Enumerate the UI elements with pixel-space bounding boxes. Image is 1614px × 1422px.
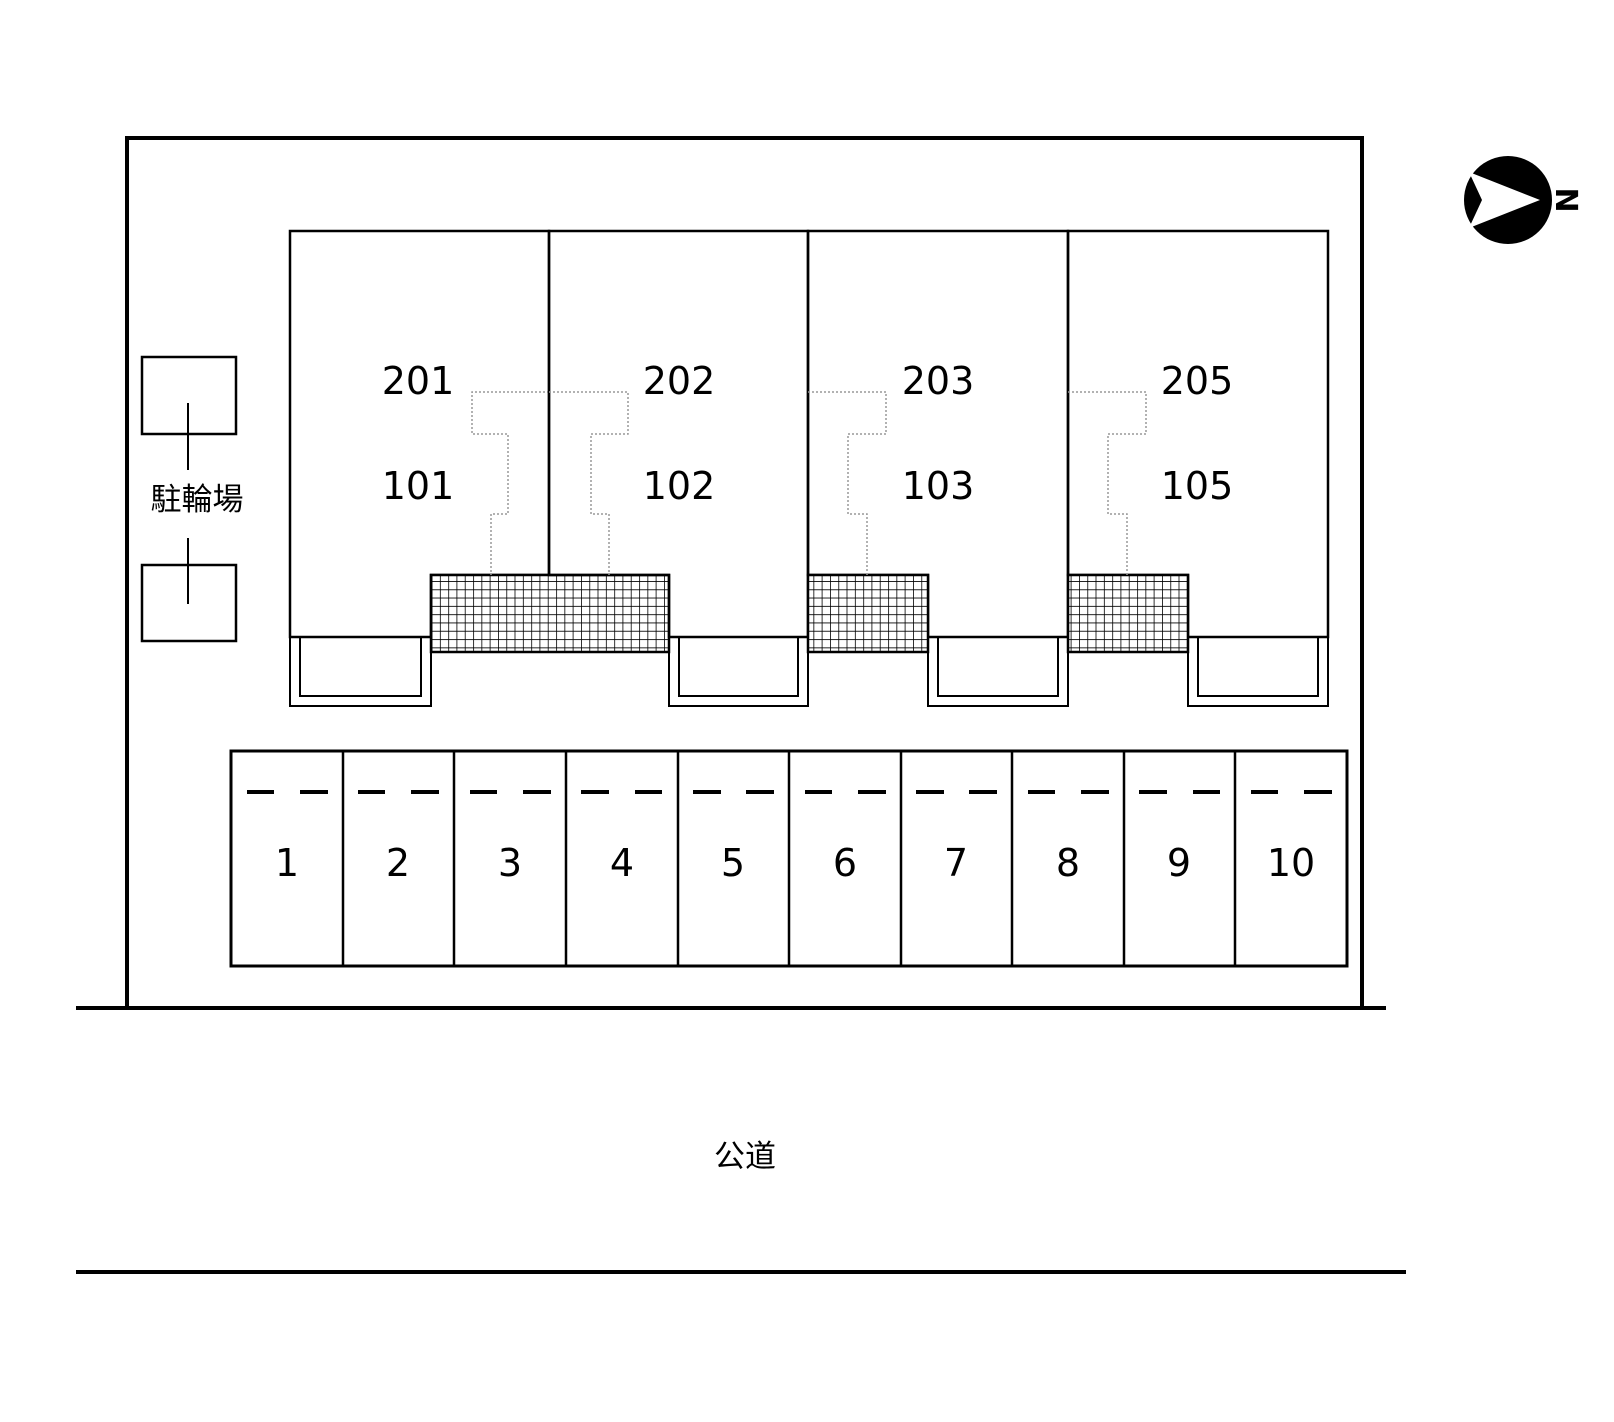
- building-2: 202 102: [547, 229, 810, 707]
- bicycle-parking: 駐輪場: [140, 355, 244, 643]
- road-label: 公道: [714, 1139, 776, 1175]
- parking-space-label: 7: [944, 841, 968, 885]
- staircase-outline: [808, 391, 887, 575]
- parking-space-label: 1: [275, 841, 299, 885]
- bicycle-parking-label: 駐輪場: [151, 482, 244, 518]
- parking-lot: 1 2 3 4 5 6 7 8 9 10: [229, 749, 1349, 968]
- staircase-outline: [549, 391, 629, 575]
- parking-space-label: 10: [1267, 841, 1315, 885]
- unit-105-label: 105: [1161, 464, 1234, 508]
- unit-103-label: 103: [902, 464, 975, 508]
- staircase-outline: [471, 391, 549, 575]
- building-3: 203 103: [806, 229, 1070, 707]
- parking-space-label: 4: [610, 841, 634, 885]
- unit-201-label: 201: [382, 359, 455, 403]
- unit-102-label: 102: [643, 464, 716, 508]
- parking-space-label: 6: [833, 841, 857, 885]
- parking-space-label: 9: [1167, 841, 1191, 885]
- parking-space-label: 5: [721, 841, 745, 885]
- compass-label: N: [1548, 187, 1583, 212]
- property-boundary: [125, 136, 1364, 1007]
- unit-101-label: 101: [382, 464, 455, 508]
- staircase-outline: [1068, 391, 1147, 575]
- unit-205-label: 205: [1161, 359, 1234, 403]
- unit-203-label: 203: [902, 359, 975, 403]
- unit-202-label: 202: [643, 359, 716, 403]
- north-arrow-icon: N: [1464, 156, 1583, 244]
- building-4: 205 105: [1066, 229, 1330, 707]
- parking-space-label: 8: [1056, 841, 1080, 885]
- building-1: 201 101: [288, 229, 671, 707]
- parking-space-label: 3: [498, 841, 522, 885]
- parking-space-label: 2: [386, 841, 410, 885]
